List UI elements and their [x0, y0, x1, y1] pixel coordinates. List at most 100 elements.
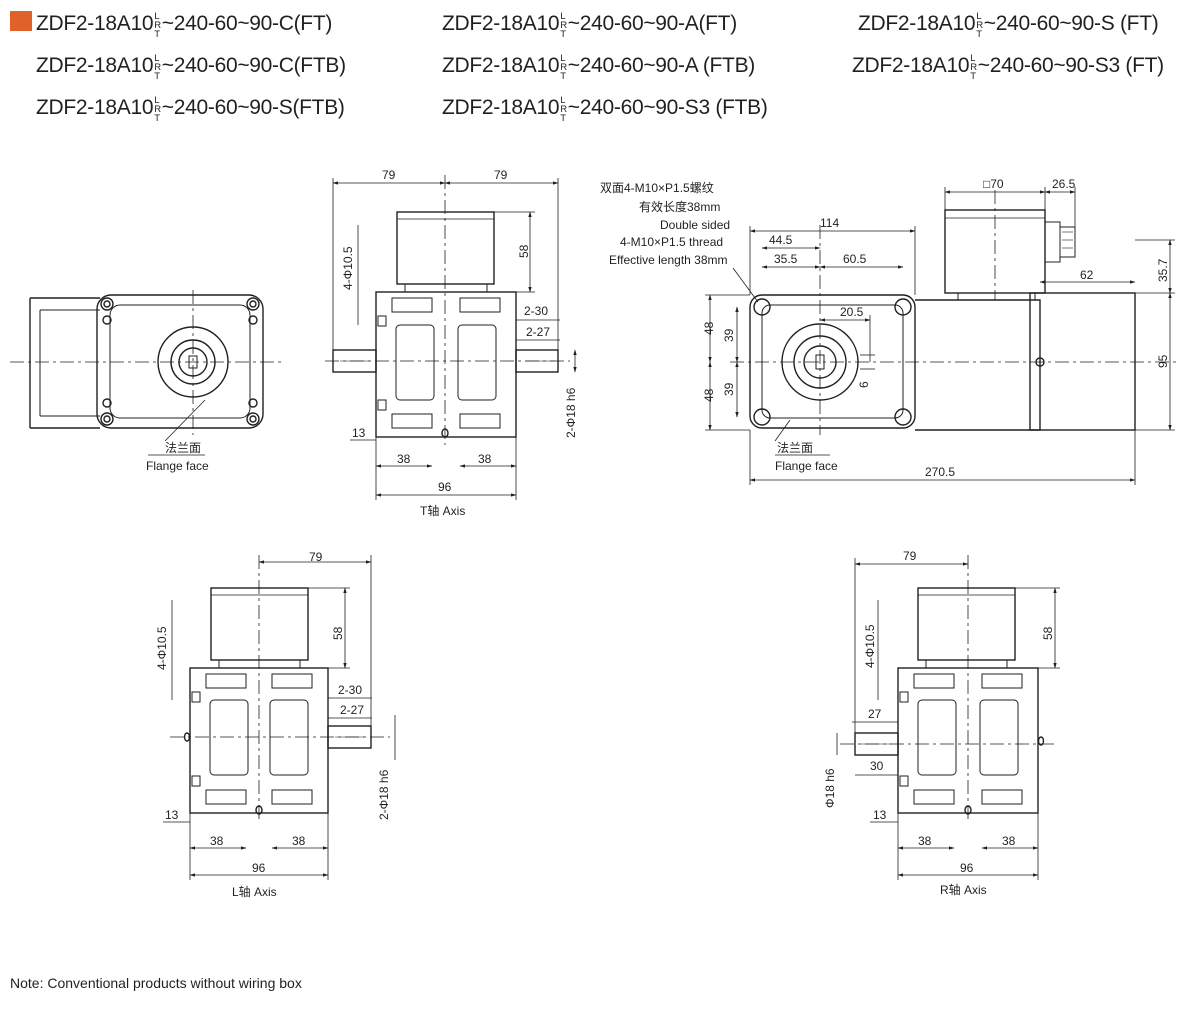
gearbox-side-flange: [749, 294, 916, 429]
motor-box: [396, 211, 495, 285]
dim-side-39-top: 39: [722, 328, 736, 342]
model-prefix: ZDF2-18A10: [858, 12, 976, 35]
dim-side-square: □70: [983, 177, 1004, 191]
thread-note-cn-1: 双面4-M10×P1.5螺纹: [600, 181, 714, 195]
dim-r-38a: 38: [918, 834, 932, 848]
l-axis-view: [170, 555, 390, 820]
dim-side-95: 95: [1156, 354, 1170, 368]
dim-l-2-27: 2-27: [340, 703, 364, 717]
dim-t-2-27: 2-27: [526, 325, 550, 339]
t-axis-view: [325, 175, 570, 445]
model-prefix: ZDF2-18A10: [442, 96, 560, 119]
thread-note-en-3: Effective length 38mm: [609, 253, 728, 267]
dim-l-2-30: 2-30: [338, 683, 362, 697]
dim-side-39-bottom: 39: [722, 382, 736, 396]
dim-r-96: 96: [960, 861, 974, 875]
r-axis-caption: R轴 Axis: [940, 882, 987, 897]
r-axis-dimensions: [836, 558, 1060, 880]
dim-side-48-top: 48: [702, 321, 716, 335]
dim-r-38b: 38: [1002, 834, 1016, 848]
dim-side-20-5: 20.5: [840, 305, 864, 319]
dim-t-38b: 38: [478, 452, 492, 466]
motor-body-stub: [29, 297, 100, 429]
dim-r-shaft: Φ18 h6: [823, 768, 837, 808]
dim-r-79: 79: [903, 549, 917, 563]
t-axis-caption: T轴 Axis: [420, 503, 465, 518]
dim-l-13: 13: [165, 808, 179, 822]
dim-r-13: 13: [873, 808, 887, 822]
dim-r-30: 30: [870, 759, 884, 773]
dim-side-60-5: 60.5: [843, 252, 867, 266]
dim-t-79-right: 79: [494, 168, 508, 182]
model-prefix: ZDF2-18A10: [36, 54, 154, 77]
section-marker: [10, 11, 32, 31]
footnote: Note: Conventional products without wiri…: [10, 975, 302, 991]
dim-side-270-5: 270.5: [925, 465, 955, 479]
dim-r-holes: 4-Φ10.5: [863, 624, 877, 668]
side-flange-label-en: Flange face: [775, 459, 838, 473]
dim-l-58: 58: [331, 626, 345, 640]
motor-housing: [915, 299, 1041, 431]
dim-l-holes: 4-Φ10.5: [155, 626, 169, 670]
model-suffix: ~240-60~90-S (FT): [983, 12, 1159, 35]
motor-endcap: [1029, 292, 1136, 431]
dim-side-35-5: 35.5: [774, 252, 798, 266]
dim-t-38a: 38: [397, 452, 411, 466]
side-view-dimensions: [705, 187, 1175, 485]
model-prefix: ZDF2-18A10: [852, 54, 970, 77]
flange-face-label-cn: 法兰面: [165, 441, 201, 455]
model-suffix: ~240-60~90-A(FT): [567, 12, 737, 35]
front-view: [10, 290, 285, 456]
thread-note-en-1: Double sided: [660, 218, 730, 232]
dim-side-35-7: 35.7: [1156, 258, 1170, 282]
l-axis-dimensions: [163, 555, 396, 880]
dim-side-62: 62: [1080, 268, 1094, 282]
dim-t-holes: 4-Φ10.5: [341, 246, 355, 290]
model-prefix: ZDF2-18A10: [36, 96, 154, 119]
gear-housing: [375, 291, 517, 438]
dim-t-79-left: 79: [382, 168, 396, 182]
dim-l-38a: 38: [210, 834, 224, 848]
t-axis-dimensions: [332, 178, 577, 500]
motor-box: [210, 587, 309, 661]
r-axis-view: [840, 555, 1055, 820]
thread-note-cn-2: 有效长度38mm: [639, 199, 720, 214]
dim-side-48-bottom: 48: [702, 388, 716, 402]
model-suffix: ~240-60~90-S(FTB): [161, 96, 345, 119]
flange-face-label-en: Flange face: [146, 459, 209, 473]
dim-t-58: 58: [517, 244, 531, 258]
dim-side-114: 114: [820, 216, 839, 230]
dim-t-shaft: 2-Φ18 h6: [564, 387, 578, 438]
model-suffix: ~240-60~90-A (FTB): [567, 54, 756, 77]
dim-l-shaft: 2-Φ18 h6: [377, 769, 391, 820]
dim-l-79: 79: [309, 550, 323, 564]
dim-r-58: 58: [1041, 626, 1055, 640]
gearbox-flange-outline: [96, 294, 264, 429]
dim-t-96: 96: [438, 480, 452, 494]
model-suffix: ~240-60~90-S3 (FTB): [567, 96, 768, 119]
model-suffix: ~240-60~90-C(FTB): [161, 54, 346, 77]
model-prefix: ZDF2-18A10: [442, 54, 560, 77]
dim-side-26-5: 26.5: [1052, 177, 1076, 191]
model-suffix: ~240-60~90-S3 (FT): [977, 54, 1164, 77]
thread-note-en-2: 4-M10×P1.5 thread: [620, 235, 723, 249]
dim-t-2-30: 2-30: [524, 304, 548, 318]
side-flange-label-cn: 法兰面: [777, 441, 813, 455]
model-prefix: ZDF2-18A10: [442, 12, 560, 35]
